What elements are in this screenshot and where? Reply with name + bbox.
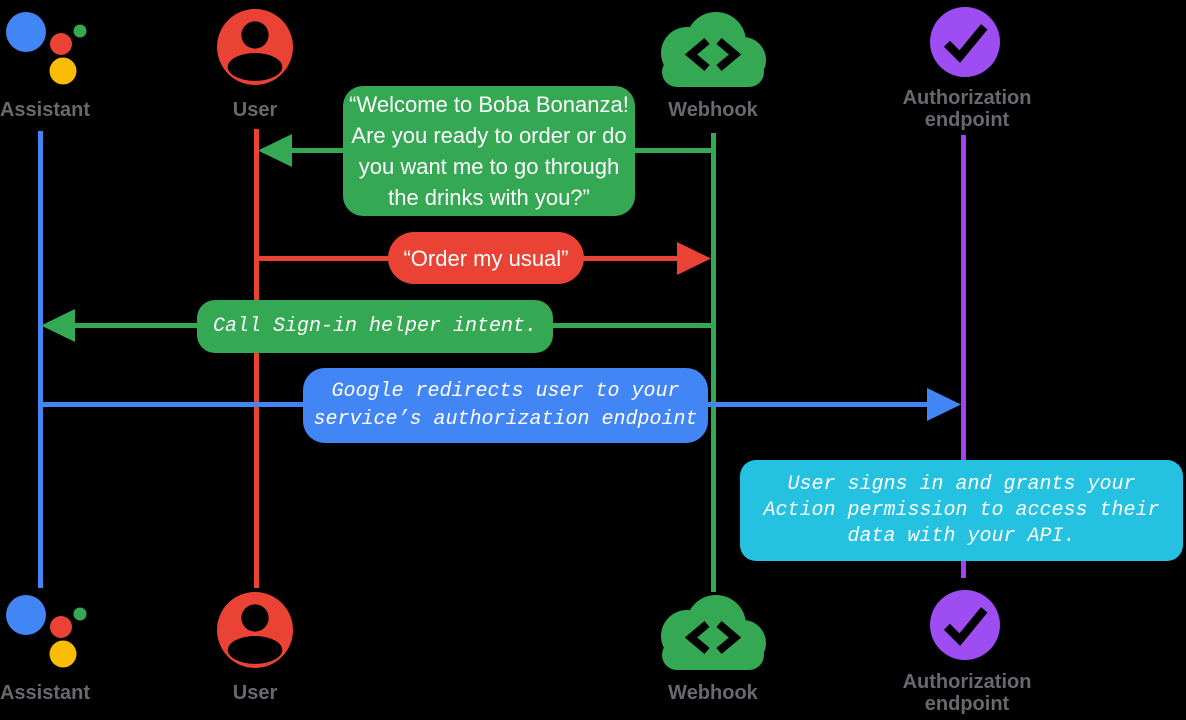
message-1-arrowhead: [258, 134, 292, 167]
user-icon: [217, 592, 293, 668]
message-4-arrowhead: [927, 388, 961, 421]
user-icon: [217, 9, 293, 85]
webhook-cloud-icon: [661, 595, 766, 670]
user-lifeline: [254, 129, 259, 588]
assistant-lifeline: [38, 131, 43, 588]
webhook-label: Webhook: [668, 99, 758, 121]
webhook-cloud-icon: [661, 12, 766, 87]
sign-in-note: User signs in and grants your Action per…: [740, 460, 1183, 561]
assistant-label: Assistant: [0, 99, 91, 121]
auth-check-icon: [930, 590, 1000, 660]
assistant-icon: [6, 12, 87, 85]
auth-label: Authorization endpoint: [902, 87, 1032, 131]
message-3-bubble: Call Sign-in helper intent.: [197, 300, 553, 353]
message-1-bubble: “Welcome to Boba Bonanza! Are you ready …: [343, 86, 635, 216]
assistant-label: Assistant: [0, 682, 91, 704]
message-2-arrowhead: [677, 242, 711, 275]
message-3-arrowhead: [41, 309, 75, 342]
message-4-bubble: Google redirects user to your service’s …: [303, 368, 708, 443]
webhook-lifeline: [711, 133, 716, 592]
user-label: User: [232, 99, 278, 121]
auth-lifeline: [961, 135, 966, 578]
auth-check-icon: [930, 7, 1000, 77]
auth-label: Authorization endpoint: [902, 671, 1032, 715]
message-2-bubble: “Order my usual”: [388, 232, 584, 284]
assistant-icon: [6, 595, 87, 668]
webhook-label: Webhook: [668, 682, 758, 704]
user-label: User: [232, 682, 278, 704]
